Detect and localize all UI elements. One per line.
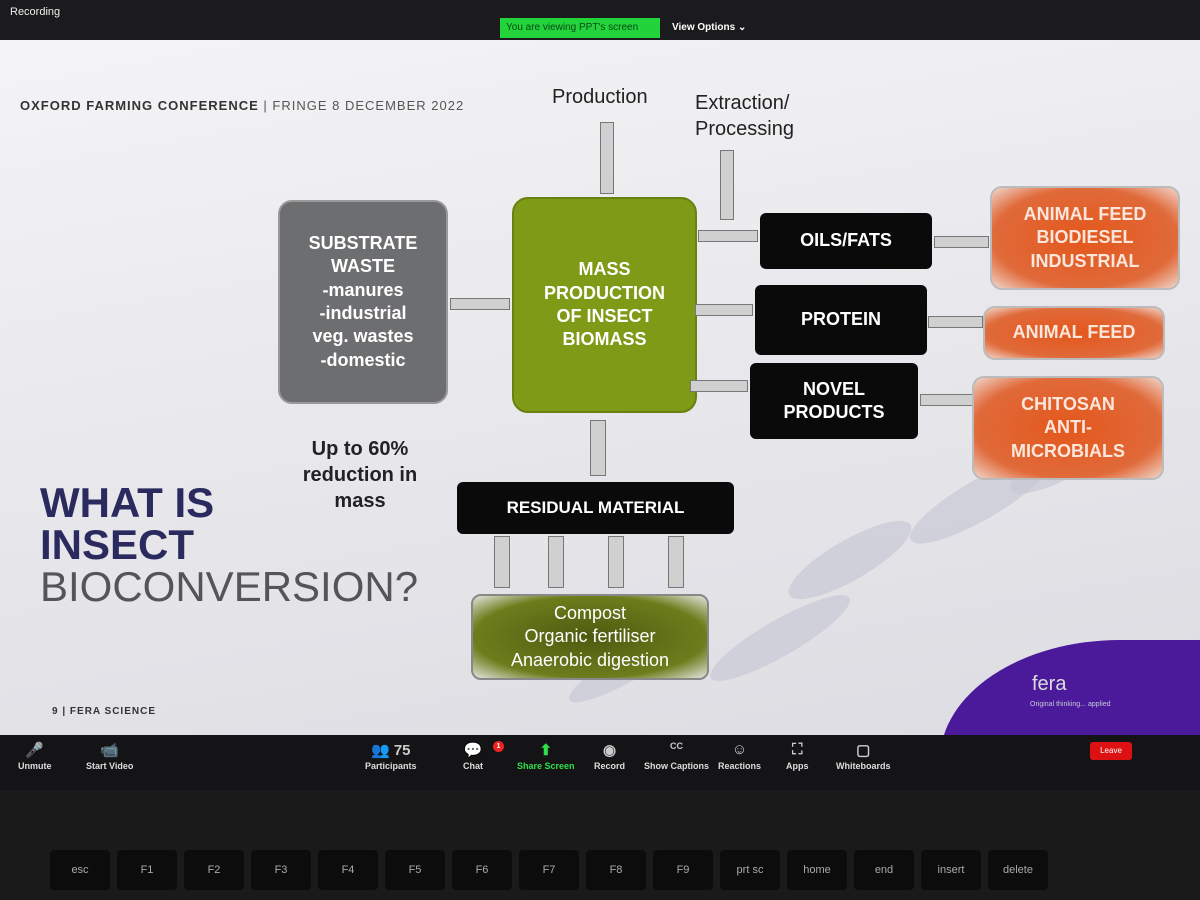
recording-indicator: Recording bbox=[10, 6, 61, 18]
whiteboards-label: Whiteboards bbox=[836, 761, 891, 771]
arrow-down bbox=[668, 536, 684, 588]
conference-date: | FRINGE 8 DECEMBER 2022 bbox=[263, 98, 465, 113]
output-chitosan: CHITOSAN ANTI- MICROBIALS bbox=[972, 376, 1164, 480]
show-captions-label: Show Captions bbox=[644, 761, 709, 771]
title-line-1: WHAT IS bbox=[40, 479, 215, 526]
title-line-2: INSECT bbox=[40, 521, 195, 568]
arrow-down bbox=[600, 122, 614, 194]
chat-badge: 1 bbox=[493, 741, 504, 752]
brand-shape bbox=[940, 640, 1200, 735]
apps-label: Apps bbox=[786, 761, 809, 771]
unmute-label: Unmute bbox=[18, 761, 52, 771]
chat-button[interactable]: 💬 Chat 1 bbox=[463, 741, 504, 771]
arrow-down bbox=[494, 536, 510, 588]
fera-logo: fera bbox=[1032, 673, 1067, 695]
key-F1: F1 bbox=[117, 850, 177, 890]
decor-streak bbox=[779, 507, 921, 613]
residual-material-box: RESIDUAL MATERIAL bbox=[457, 482, 734, 534]
key-F7: F7 bbox=[519, 850, 579, 890]
unmute-button[interactable]: 🎤 Unmute bbox=[18, 741, 52, 771]
title-line-3: BIOCONVERSION? bbox=[40, 563, 419, 610]
viewing-banner: You are viewing PPT's screen bbox=[500, 18, 660, 38]
slide-title: WHAT IS INSECT BIOCONVERSION? bbox=[40, 482, 418, 608]
start-video-label: Start Video bbox=[86, 761, 134, 771]
participants-button[interactable]: 👥 75 Participants bbox=[365, 741, 417, 771]
arrow-right bbox=[695, 304, 753, 316]
leave-button[interactable]: Leave bbox=[1090, 742, 1132, 760]
key-F2: F2 bbox=[184, 850, 244, 890]
whiteboards-button[interactable]: ▢ Whiteboards bbox=[836, 741, 891, 771]
arrow-right bbox=[928, 316, 983, 328]
arrow-right bbox=[920, 394, 975, 406]
key-insert: insert bbox=[921, 850, 981, 890]
key-F6: F6 bbox=[452, 850, 512, 890]
output-animal-feed: ANIMAL FEED bbox=[983, 306, 1165, 360]
record-label: Record bbox=[594, 761, 626, 771]
substrate-waste-box: SUBSTRATE WASTE -manures -industrial veg… bbox=[278, 200, 448, 404]
zoom-top-bar: Recording You are viewing PPT's screen V… bbox=[0, 0, 1200, 40]
key-F3: F3 bbox=[251, 850, 311, 890]
share-screen-button[interactable]: ⬆ Share Screen bbox=[517, 741, 575, 771]
start-video-button[interactable]: 📹 Start Video bbox=[86, 741, 133, 771]
arrow-down bbox=[608, 536, 624, 588]
key-esc: esc bbox=[50, 850, 110, 890]
participants-icon: 👥 75 bbox=[371, 742, 411, 759]
reactions-label: Reactions bbox=[718, 761, 762, 771]
oils-fats-box: OILS/FATS bbox=[760, 213, 932, 269]
output-animal-feed-biodiesel: ANIMAL FEED BIODIESEL INDUSTRIAL bbox=[990, 186, 1180, 290]
arrow-right bbox=[450, 298, 510, 310]
share-screen-label: Share Screen bbox=[517, 761, 575, 771]
video-off-icon: 📹 bbox=[100, 742, 120, 759]
key-F5: F5 bbox=[385, 850, 445, 890]
apps-icon: ⛶ bbox=[791, 741, 803, 758]
key-F8: F8 bbox=[586, 850, 646, 890]
participants-label: Participants bbox=[365, 761, 417, 771]
fera-tagline: Original thinking... applied bbox=[1030, 701, 1111, 708]
whiteboard-icon: ▢ bbox=[856, 742, 871, 759]
mass-production-box: MASS PRODUCTION OF INSECT BIOMASS bbox=[512, 197, 697, 413]
key-delete: delete bbox=[988, 850, 1048, 890]
chat-icon: 💬 bbox=[463, 742, 483, 759]
extraction-label: Extraction/ Processing bbox=[695, 92, 794, 140]
decor-streak bbox=[701, 582, 859, 694]
show-captions-button[interactable]: CC Show Captions bbox=[644, 741, 709, 771]
mic-muted-icon: 🎤 bbox=[25, 742, 45, 759]
protein-box: PROTEIN bbox=[755, 285, 927, 355]
compost-box: Compost Organic fertiliser Anaerobic dig… bbox=[471, 594, 709, 680]
novel-products-box: NOVEL PRODUCTS bbox=[750, 363, 918, 439]
chat-label: Chat bbox=[463, 761, 483, 771]
record-button[interactable]: ◉ Record bbox=[594, 741, 625, 771]
view-options-button[interactable]: View Options ⌄ bbox=[672, 22, 747, 33]
arrow-right bbox=[690, 380, 748, 392]
arrow-down bbox=[548, 536, 564, 588]
slide-header: OXFORD FARMING CONFERENCE | FRINGE 8 DEC… bbox=[20, 98, 464, 113]
arrow-right bbox=[698, 230, 758, 242]
apps-button[interactable]: ⛶ Apps bbox=[786, 741, 809, 771]
captions-icon: CC bbox=[670, 741, 683, 751]
arrow-right bbox=[934, 236, 989, 248]
conference-name: OXFORD FARMING CONFERENCE bbox=[20, 98, 259, 113]
arrow-down bbox=[720, 150, 734, 220]
reactions-button[interactable]: ☺ Reactions bbox=[718, 741, 761, 771]
zoom-toolbar: 🎤 Unmute 📹 Start Video 👥 75 Participants 💬 C… bbox=[0, 735, 1200, 790]
key-home: home bbox=[787, 850, 847, 890]
key-end: end bbox=[854, 850, 914, 890]
share-screen-icon: ⬆ bbox=[539, 742, 553, 759]
key-F9: F9 bbox=[653, 850, 713, 890]
production-label: Production bbox=[552, 86, 648, 108]
key-F4: F4 bbox=[318, 850, 378, 890]
key-prt-sc: prt sc bbox=[720, 850, 780, 890]
slide-footer: 9 | FERA SCIENCE bbox=[52, 706, 156, 717]
record-icon: ◉ bbox=[602, 742, 617, 759]
reduction-text: Up to 60% reduction in mass bbox=[302, 438, 418, 512]
arrow-down bbox=[590, 420, 606, 476]
reactions-icon: ☺ bbox=[731, 741, 748, 758]
